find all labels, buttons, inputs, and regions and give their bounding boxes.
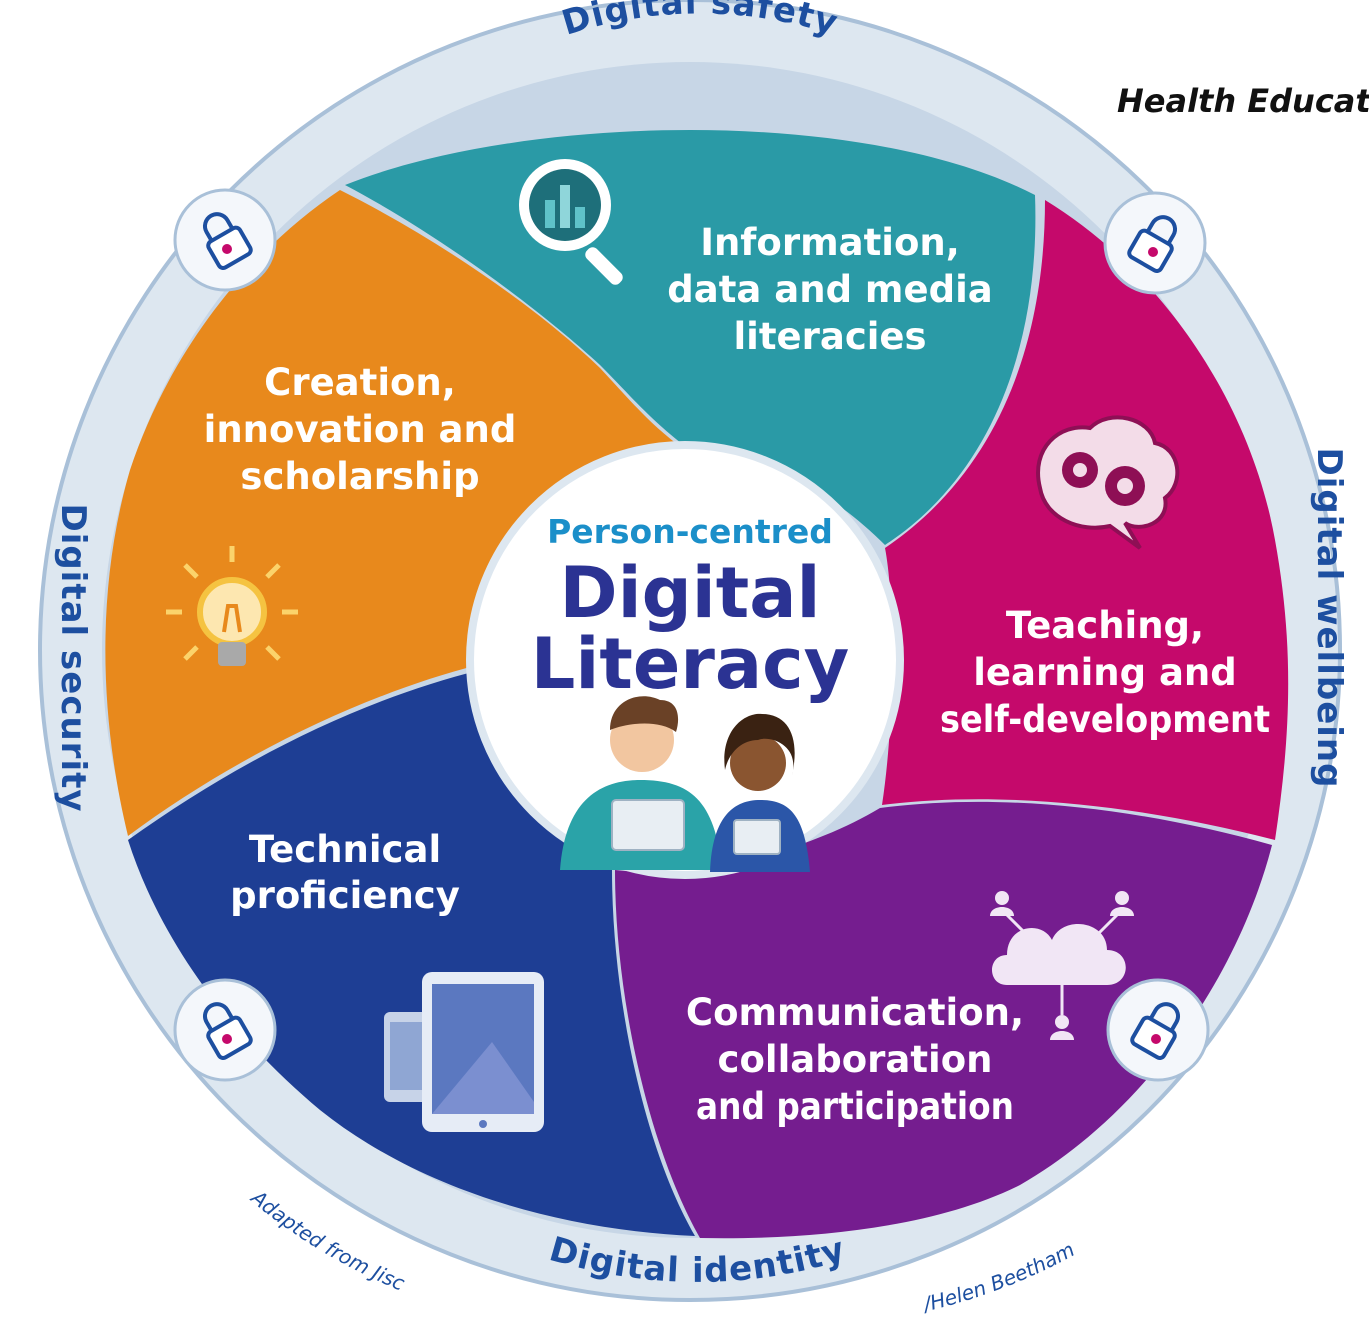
communication-line1: Communication, bbox=[686, 991, 1024, 1034]
brain-gears-icon bbox=[1036, 415, 1180, 550]
information-line2: data and media bbox=[667, 268, 992, 311]
padlock-heart-icon-bottom-right bbox=[1106, 978, 1210, 1082]
ring-label-right: Digital wellbeing bbox=[1309, 448, 1349, 789]
cloud-network-icon bbox=[990, 891, 1134, 1040]
creation-line3: scholarship bbox=[240, 455, 479, 498]
padlock-heart-icon-top-right bbox=[1103, 191, 1207, 295]
communication-line3: and participation bbox=[696, 1085, 1014, 1128]
communication-line2: collaboration bbox=[718, 1038, 993, 1081]
segment-technical[interactable] bbox=[128, 670, 695, 1236]
people-illustration bbox=[560, 696, 810, 872]
ring-label-left: Digital security bbox=[53, 503, 93, 812]
segment-information[interactable] bbox=[345, 130, 1036, 545]
tablet-phone-icon bbox=[384, 972, 544, 1132]
technical-line1: Technical bbox=[249, 828, 441, 871]
center-title-line1: Digital bbox=[560, 552, 821, 634]
creation-line2: innovation and bbox=[204, 408, 517, 451]
padlock-heart-icon-bottom-left bbox=[173, 978, 277, 1082]
center-title-line2: Literacy bbox=[531, 623, 849, 705]
segment-communication[interactable] bbox=[615, 801, 1272, 1239]
teaching-line2: learning and bbox=[973, 651, 1237, 694]
magnifier-chart-icon bbox=[519, 159, 623, 285]
technical-line2: proficiency bbox=[230, 874, 460, 917]
teaching-line3: self-development bbox=[940, 698, 1270, 741]
segment-creation[interactable] bbox=[105, 190, 685, 836]
teaching-line1: Teaching, bbox=[1006, 604, 1204, 647]
information-line1: Information, bbox=[700, 221, 960, 264]
center-circle bbox=[466, 441, 904, 879]
lightbulb-icon bbox=[166, 546, 298, 666]
creation-line1: Creation, bbox=[264, 361, 456, 404]
information-line3: literacies bbox=[733, 315, 926, 358]
padlock-heart-icon-top-left bbox=[173, 188, 277, 292]
header-text: Health Educat bbox=[1117, 82, 1369, 120]
center-subtitle: Person-centred bbox=[547, 512, 833, 551]
